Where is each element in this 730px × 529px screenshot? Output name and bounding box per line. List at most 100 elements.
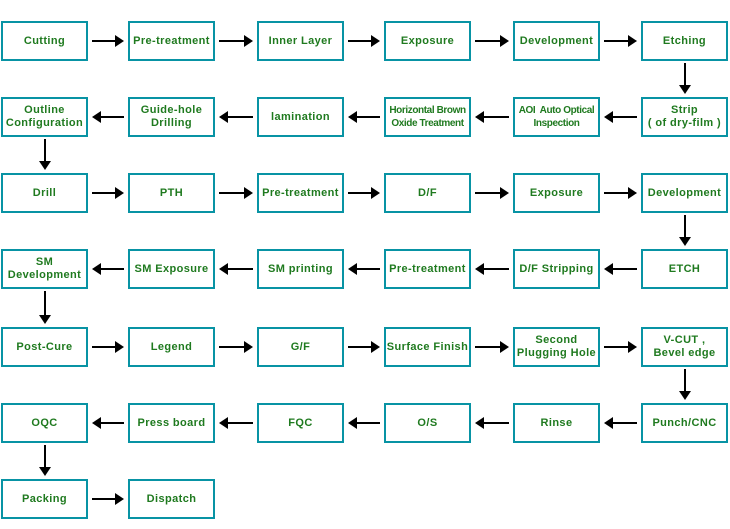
- flow-box-label: SM printing: [268, 262, 333, 275]
- arrow-left-icon: [604, 263, 637, 275]
- flow-box-label: Pre-treatment: [389, 262, 466, 275]
- flow-box-label: Press board: [137, 416, 206, 429]
- arrow-right-icon: [219, 341, 253, 353]
- flow-box-inner-layer: Inner Layer: [257, 21, 344, 61]
- arrow-down-icon: [678, 63, 691, 94]
- arrow-left-icon: [604, 417, 637, 429]
- flow-box-label: Legend: [150, 340, 193, 353]
- flow-box-label: Rinse: [540, 416, 573, 429]
- flow-box-aoi-auto-optical: AOI Auto Optical Inspection: [513, 97, 600, 137]
- flow-box-outline: Outline Configuration: [1, 97, 88, 137]
- flow-box-label: Etching: [662, 34, 707, 47]
- flow-box-sm: SM Development: [1, 249, 88, 289]
- flow-box-g-f: G/F: [257, 327, 344, 367]
- flow-box-label: Drill: [32, 186, 57, 199]
- arrow-right-icon: [92, 341, 124, 353]
- flow-box-label: Cutting: [23, 34, 66, 47]
- flow-box-label: D/F Stripping: [519, 262, 594, 275]
- arrow-left-icon: [92, 111, 124, 123]
- arrow-left-icon: [219, 263, 253, 275]
- flow-box-label: G/F: [290, 340, 311, 353]
- flow-box-fqc: FQC: [257, 403, 344, 443]
- arrow-left-icon: [475, 111, 509, 123]
- flow-box-development: Development: [513, 21, 600, 61]
- arrow-right-icon: [348, 187, 380, 199]
- flow-box-label: SM Exposure: [134, 262, 209, 275]
- flow-box-sm-printing: SM printing: [257, 249, 344, 289]
- flow-box-pre-treatment: Pre-treatment: [384, 249, 471, 289]
- arrow-right-icon: [348, 341, 380, 353]
- arrow-down-icon: [678, 215, 691, 246]
- flow-box-strip: Strip ( of dry-film ): [641, 97, 728, 137]
- flow-box-exposure: Exposure: [384, 21, 471, 61]
- arrow-down-icon: [678, 369, 691, 400]
- flow-box-label: Pre-treatment: [133, 34, 210, 47]
- flow-box-label: Exposure: [400, 34, 455, 47]
- flow-box-label: FQC: [288, 416, 313, 429]
- flow-box-label: Surface Finish: [386, 340, 469, 353]
- flow-box-etching: Etching: [641, 21, 728, 61]
- arrow-left-icon: [348, 263, 380, 275]
- flow-box-dispatch: Dispatch: [128, 479, 215, 519]
- flow-box-label: Inner Layer: [268, 34, 333, 47]
- flow-box-label: Development: [519, 34, 594, 47]
- arrow-right-icon: [219, 35, 253, 47]
- flow-box-label: lamination: [270, 110, 330, 123]
- flow-box-rinse: Rinse: [513, 403, 600, 443]
- arrow-right-icon: [604, 187, 637, 199]
- arrow-left-icon: [475, 263, 509, 275]
- arrow-right-icon: [348, 35, 380, 47]
- flow-box-pre-treatment: Pre-treatment: [128, 21, 215, 61]
- flow-box-label: AOI Auto Optical Inspection: [518, 105, 595, 129]
- flow-box-horizontal-brown: Horizontal Brown Oxide Treatment: [384, 97, 471, 137]
- arrow-down-icon: [38, 139, 51, 170]
- flow-box-label: Exposure: [529, 186, 584, 199]
- flow-box-post-cure: Post-Cure: [1, 327, 88, 367]
- flow-box-label: Development: [647, 186, 722, 199]
- flow-box-d-f: D/F: [384, 173, 471, 213]
- flow-box-label: O/S: [417, 416, 438, 429]
- flow-box-label: Dispatch: [146, 492, 197, 505]
- flow-box-label: PTH: [159, 186, 184, 199]
- arrow-left-icon: [92, 263, 124, 275]
- arrow-right-icon: [475, 35, 509, 47]
- flow-box-label: Outline Configuration: [5, 104, 84, 129]
- arrow-left-icon: [604, 111, 637, 123]
- flow-box-exposure: Exposure: [513, 173, 600, 213]
- flow-box-development: Development: [641, 173, 728, 213]
- flow-box-label: Horizontal Brown Oxide Treatment: [389, 105, 466, 129]
- flow-box-label: Packing: [22, 492, 67, 505]
- arrow-left-icon: [219, 417, 253, 429]
- arrow-right-icon: [92, 187, 124, 199]
- flow-box-etch: ETCH: [641, 249, 728, 289]
- arrow-right-icon: [604, 35, 637, 47]
- flow-box-d-f-stripping: D/F Stripping: [513, 249, 600, 289]
- flow-box-label: Pre-treatment: [262, 186, 339, 199]
- arrow-right-icon: [92, 493, 124, 505]
- flow-box-label: V-CUT , Bevel edge: [653, 334, 716, 359]
- flow-box-label: ETCH: [668, 262, 701, 275]
- flow-box-oqc: OQC: [1, 403, 88, 443]
- arrow-left-icon: [348, 111, 380, 123]
- flow-box-label: Post-Cure: [16, 340, 73, 353]
- arrow-left-icon: [219, 111, 253, 123]
- arrow-right-icon: [475, 187, 509, 199]
- flow-box-drill: Drill: [1, 173, 88, 213]
- flow-box-pth: PTH: [128, 173, 215, 213]
- flow-box-cutting: Cutting: [1, 21, 88, 61]
- flow-box-punch-cnc: Punch/CNC: [641, 403, 728, 443]
- arrow-right-icon: [92, 35, 124, 47]
- flow-box-surface-finish: Surface Finish: [384, 327, 471, 367]
- arrow-right-icon: [219, 187, 253, 199]
- flow-box-press-board: Press board: [128, 403, 215, 443]
- flow-box-pre-treatment: Pre-treatment: [257, 173, 344, 213]
- flow-box-sm-exposure: SM Exposure: [128, 249, 215, 289]
- flow-box-o-s: O/S: [384, 403, 471, 443]
- flow-box-v-cut: V-CUT , Bevel edge: [641, 327, 728, 367]
- flow-box-label: OQC: [31, 416, 58, 429]
- flow-box-packing: Packing: [1, 479, 88, 519]
- arrow-down-icon: [38, 291, 51, 324]
- arrow-right-icon: [604, 341, 637, 353]
- flow-box-label: D/F: [418, 186, 437, 199]
